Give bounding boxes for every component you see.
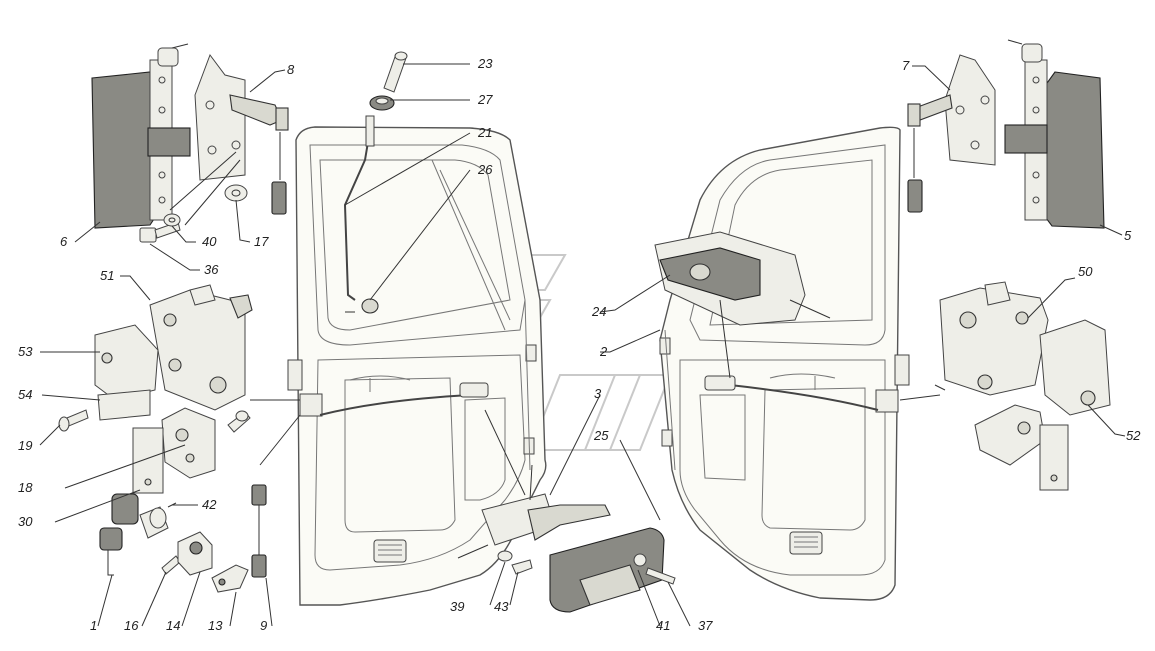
- callout-43: 43: [494, 599, 509, 614]
- callout-54: 54: [18, 387, 32, 402]
- callout-30: 30: [18, 514, 33, 529]
- part-18-striker: [161, 407, 216, 479]
- callout-2: 2: [599, 344, 608, 359]
- part-39-washer: [497, 550, 513, 562]
- callout-42: 42: [202, 497, 217, 512]
- callout-1: 1: [90, 618, 97, 633]
- part-30-bracket: [132, 427, 164, 494]
- callout-16: 16: [124, 618, 139, 633]
- right-door-panel: [659, 126, 910, 601]
- part-1-lock-cylinder: [99, 493, 169, 576]
- callout-18: 18: [18, 480, 33, 495]
- part-23-bolt: [383, 51, 408, 93]
- callout-9: 9: [260, 618, 267, 633]
- part-27-grommet: [369, 95, 395, 111]
- part-8-check-strap: [194, 53, 289, 215]
- callout-27: 27: [477, 92, 493, 107]
- part-37-screw: [645, 567, 676, 585]
- part-54-plate: [97, 389, 151, 421]
- callout-36: 36: [204, 262, 219, 277]
- part-40-washer: [163, 213, 181, 227]
- left-door-panel: [287, 126, 547, 606]
- callout-17: 17: [254, 234, 269, 249]
- callout-13: 13: [208, 618, 223, 633]
- callout-7: 7: [902, 58, 910, 73]
- callout-8: 8: [287, 62, 295, 77]
- callout-37: 37: [698, 618, 713, 633]
- part-6-left-hinge: [91, 43, 191, 229]
- callout-labels: 23 27 21 26 8 6 40 17 36 51 53 54 19 18 …: [18, 56, 1141, 633]
- callout-5: 5: [1124, 228, 1132, 243]
- part-24-outer-handle: [654, 231, 831, 326]
- callout-3: 3: [594, 386, 602, 401]
- callout-51: 51: [100, 268, 114, 283]
- part-9-strip: [251, 484, 267, 578]
- callout-39: 39: [450, 599, 464, 614]
- callout-23: 23: [477, 56, 493, 71]
- part-26-knob: [361, 298, 379, 314]
- callout-19: 19: [18, 438, 32, 453]
- part-7-check-strap: [907, 54, 996, 213]
- callout-41: 41: [656, 618, 670, 633]
- part-17-washer: [224, 184, 248, 202]
- part-51-left-lock: [149, 284, 253, 411]
- part-5-right-hinge: [1004, 39, 1105, 229]
- callout-25: 25: [593, 428, 609, 443]
- callout-24: 24: [591, 304, 606, 319]
- part-50-right-lock: [939, 281, 1049, 396]
- callout-6: 6: [60, 234, 68, 249]
- part-43-screw: [511, 559, 533, 575]
- callout-53: 53: [18, 344, 33, 359]
- callout-50: 50: [1078, 264, 1093, 279]
- part-16-screw: [161, 555, 181, 575]
- callout-14: 14: [166, 618, 180, 633]
- leader-lines: [39, 63, 1126, 627]
- part-14-housing: [177, 531, 213, 576]
- callout-52: 52: [1126, 428, 1141, 443]
- callout-21: 21: [477, 125, 492, 140]
- part-52-latch: [974, 319, 1111, 491]
- callout-40: 40: [202, 234, 217, 249]
- part-19-screw: [58, 409, 89, 432]
- screw-near-18: [227, 410, 251, 433]
- callout-26: 26: [477, 162, 493, 177]
- part-3-inner-handle: [457, 493, 611, 559]
- part-13-plate: [211, 564, 249, 593]
